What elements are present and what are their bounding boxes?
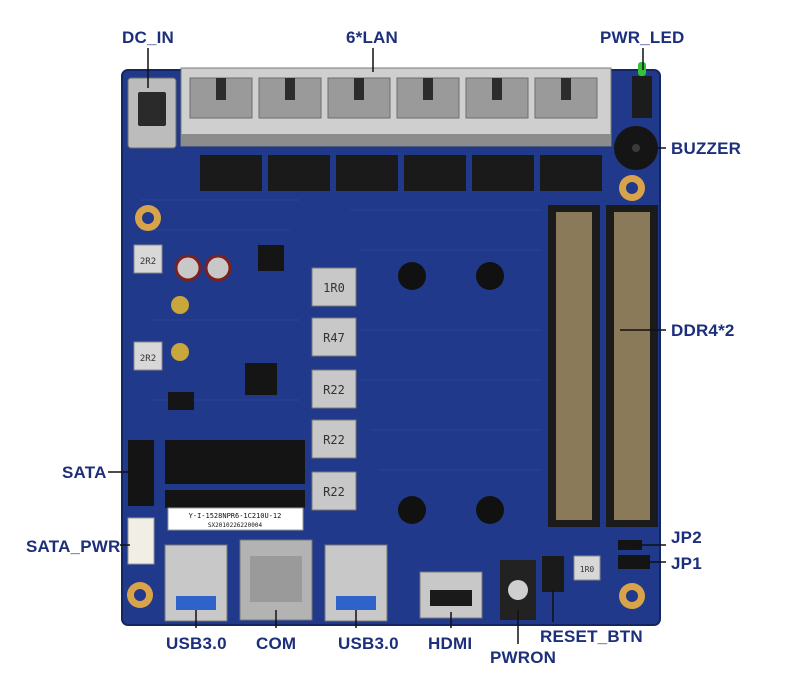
usb3-left-label: USB3.0 — [166, 634, 227, 653]
inductor-3: R22 — [323, 383, 345, 397]
jp1-label: JP1 — [671, 554, 702, 573]
com-label: COM — [256, 634, 297, 653]
dc-in-label: DC_IN — [122, 28, 175, 47]
pcb-board — [122, 70, 660, 625]
sata-label: SATA — [62, 463, 107, 482]
inductor-4: R22 — [323, 433, 345, 447]
jp2-label: JP2 — [671, 528, 702, 547]
left-inductor-2: 2R2 — [140, 354, 156, 364]
sata-pwr-connector — [127, 517, 155, 565]
inductor-5: R22 — [323, 485, 345, 499]
sata-connector — [128, 440, 154, 506]
inductor-1: 1R0 — [323, 281, 345, 295]
ddr4-slots — [548, 205, 658, 527]
left-inductor-1: 2R2 — [140, 257, 156, 267]
lan-label: 6*LAN — [346, 28, 399, 47]
usb3-right-label: USB3.0 — [338, 634, 399, 653]
inductor-column — [311, 267, 357, 511]
pcb-label-2: SX2010226220004 — [208, 522, 263, 529]
m2-slot — [165, 440, 305, 484]
sata-pwr-label: SATA_PWR — [26, 537, 121, 556]
reset-button — [542, 556, 564, 592]
pcb-label-1: Y-I-1528NPR6-1C210U-12 — [189, 512, 282, 520]
pwron-label: PWRON — [490, 648, 557, 667]
pwr-led-label: PWR_LED — [600, 28, 685, 47]
jp1-header — [618, 555, 650, 569]
leader-lines — [108, 48, 666, 644]
ddr4-label: DDR4*2 — [671, 321, 735, 340]
buzzer-label: BUZZER — [671, 139, 742, 158]
pwr-led — [638, 62, 646, 76]
small-inductor: 1R0 — [580, 565, 595, 574]
inductor-2: R47 — [323, 331, 345, 345]
hdmi-label: HDMI — [428, 634, 473, 653]
reset-btn-label: RESET_BTN — [540, 627, 643, 646]
mounting-holes — [127, 175, 645, 609]
